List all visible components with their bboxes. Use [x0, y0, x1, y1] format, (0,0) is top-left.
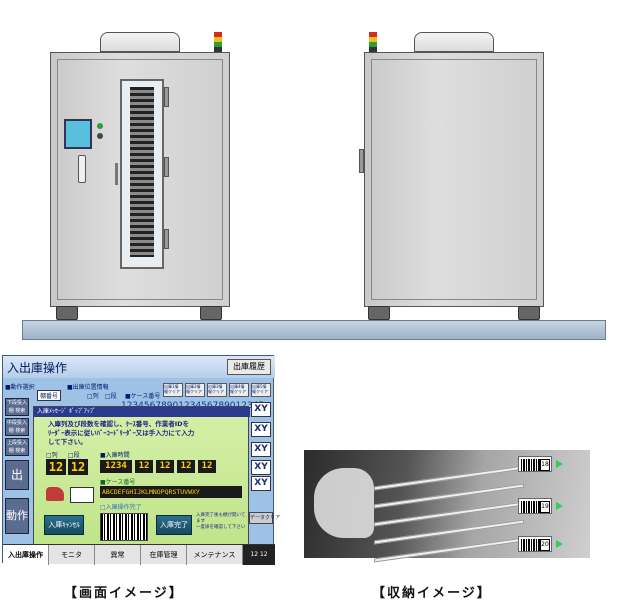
left-cabinet-foot-1 [56, 306, 78, 320]
right-cabinet-body [359, 52, 544, 307]
right-cabinet-top-unit [414, 32, 494, 52]
exit-big-button[interactable]: 出 [5, 460, 29, 490]
shelf-label-20-number: 20 [540, 539, 550, 551]
info-clear-button-1[interactable]: 出庫1情報クリア [163, 383, 183, 397]
left-signal-tower [214, 32, 222, 52]
middle-shelf-search-button[interactable]: 中段投入棚 検索 [5, 418, 29, 436]
time-display-hour: 12 [177, 460, 195, 473]
xy-field-5[interactable]: XY [251, 476, 271, 491]
xy-field-3[interactable]: XY [251, 442, 271, 457]
left-cabinet-top-unit [100, 32, 180, 52]
green-led-arrow-1-icon [556, 460, 563, 468]
right-cabinet-inner-frame [371, 59, 537, 300]
screen-clock: 12 12 [243, 545, 275, 565]
upper-shelf-search-button[interactable]: 上段投入棚 検索 [5, 438, 29, 456]
row-checkbox[interactable]: □段 [105, 393, 117, 400]
touch-panel-icon [64, 119, 92, 149]
position-info-label: ■出庫位置情報 [67, 384, 109, 391]
case-number-label: ■ケース番号 [125, 393, 161, 400]
dialog-note: 入庫完了後も棚が開いてます 一度扉を確認して下さい [196, 513, 246, 530]
row-display: 12 [68, 459, 88, 475]
shelf-label-20: 20 [518, 536, 552, 552]
hinge-2-icon [164, 157, 169, 177]
left-cabinet-body [50, 52, 230, 307]
info-clear-button-2[interactable]: 出庫2情報クリア [185, 383, 205, 397]
screen-caption: 【画面イメージ】 [64, 586, 184, 601]
data-clear-button[interactable]: データクリア [249, 512, 280, 524]
xy-field-2[interactable]: XY [251, 422, 271, 437]
dialog-message-line3: して下さい。 [48, 438, 87, 446]
xy-field-4[interactable]: XY [251, 460, 271, 475]
column-display: 12 [46, 459, 66, 475]
shelf-label-18-number: 18 [540, 459, 550, 471]
dialog-column-check[interactable]: □列 [46, 452, 58, 459]
dialog-header: 入庫ﾒｯｾｰｼﾞ ﾎﾟｯﾌﾟｱｯﾌﾟ [34, 407, 250, 417]
case-number-text: ABCDEFGHIJKLMNOPQRSTUVWXY [100, 486, 242, 498]
time-display-day: 12 [156, 460, 174, 473]
left-cabinet-foot-2 [200, 306, 222, 320]
column-checkbox[interactable]: □列 [87, 393, 99, 400]
tab-monitor[interactable]: モニタ [49, 545, 95, 565]
hand-scanner-icon [78, 155, 86, 183]
storage-photo: 18 19 20 [304, 450, 590, 563]
time-display-month: 12 [135, 460, 153, 473]
lower-shelf-search-button[interactable]: 下段投入棚 検索 [5, 398, 29, 416]
right-door-handle-icon [359, 149, 364, 173]
right-cabinet-foot-1 [368, 306, 390, 320]
info-clear-button-3[interactable]: 出庫3情報クリア [207, 383, 227, 397]
door-handle-icon [115, 163, 118, 185]
screen-title-bar: 入出庫操作 出庫履歴 [3, 356, 275, 378]
hinge-1-icon [164, 87, 169, 107]
floor-base [22, 320, 606, 340]
dialog-message-line2: ﾘｰﾀﾞｰ表示に従いﾊﾞｰｺｰﾄﾞﾘｰﾀﾞｰ又は手入力にて入力 [48, 429, 195, 437]
time-display-year: 1234 [100, 460, 132, 473]
panel-lamp-gray [97, 133, 103, 139]
shelf-number-label: 棚番号 [37, 390, 62, 401]
panel-lamp-green [97, 123, 103, 129]
tab-entry-exit[interactable]: 入出庫操作 [3, 545, 49, 565]
entry-cancel-button[interactable]: 入庫ｷｬﾝｾﾙ [44, 515, 84, 535]
dialog-time-label: ■入庫時間 [100, 452, 130, 459]
storage-window [120, 79, 164, 269]
tab-error[interactable]: 異常 [95, 545, 141, 565]
hand-glove-shape [314, 468, 374, 538]
case-number-input[interactable] [70, 487, 94, 503]
entry-done-button[interactable]: 入庫完了 [156, 515, 192, 535]
screen-title: 入出庫操作 [7, 361, 68, 375]
right-cabinet-foot-2 [518, 306, 540, 320]
shelf-label-19-number: 19 [540, 501, 550, 513]
info-clear-button-5[interactable]: 出庫5情報クリア [251, 383, 271, 397]
hinge-3-icon [164, 229, 169, 249]
shelf-label-19: 19 [518, 498, 552, 514]
green-led-arrow-2-icon [556, 502, 563, 510]
screen-tab-bar: 入出庫操作 モニタ 異常 在庫管理 メンテナンス 12 12 [3, 544, 275, 565]
dialog-row-check[interactable]: □段 [68, 452, 80, 459]
time-display-minute: 12 [198, 460, 216, 473]
tab-maintenance[interactable]: メンテナンス [187, 545, 243, 565]
operation-screen: 入出庫操作 出庫履歴 ■動作選択 ■出庫位置情報 棚番号 □列 □段 ■ケース番… [2, 355, 280, 565]
action-big-button[interactable]: 動作 [5, 498, 29, 534]
storage-window-racks [130, 87, 154, 257]
storage-caption: 【収納イメージ】 [372, 586, 492, 601]
entry-complete-check[interactable]: □入庫操作完了 [100, 504, 142, 511]
green-led-arrow-3-icon [556, 540, 563, 548]
dialog-case-label: ■ケース番号 [100, 479, 136, 486]
xy-field-1[interactable]: XY [251, 402, 271, 417]
left-cabinet-inner-frame [57, 59, 223, 300]
info-clear-button-4[interactable]: 出庫4情報クリア [229, 383, 249, 397]
right-signal-tower [369, 32, 377, 52]
history-button[interactable]: 出庫履歴 [227, 359, 271, 375]
tab-inventory[interactable]: 在庫管理 [141, 545, 187, 565]
barcode-scanner-icon [46, 487, 64, 501]
shelf-label-18: 18 [518, 456, 552, 472]
dialog-message-line1: 入庫列及び段数を確認し、ｹｰｽ番号、作業者IDを [48, 420, 190, 428]
entry-dialog: 入庫ﾒｯｾｰｼﾞ ﾎﾟｯﾌﾟｱｯﾌﾟ 入庫列及び段数を確認し、ｹｰｽ番号、作業者… [33, 406, 250, 546]
barcode-graphic [100, 513, 148, 541]
operation-select-label: ■動作選択 [5, 384, 35, 391]
